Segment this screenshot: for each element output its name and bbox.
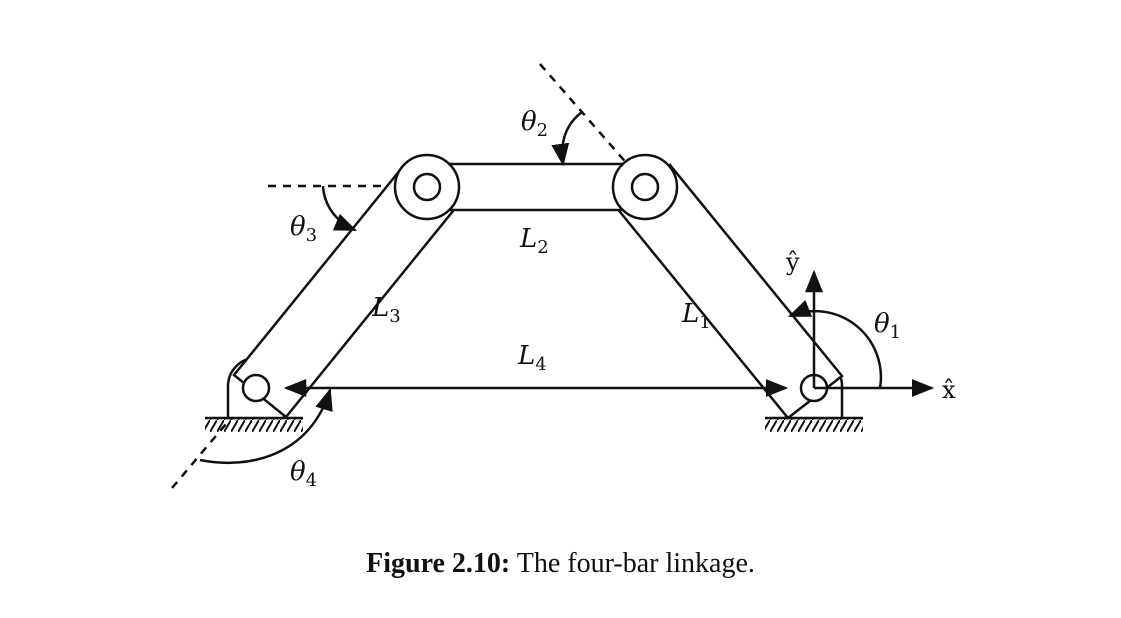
left-ground-hatch [205, 418, 303, 432]
joint-top-left-inner [412, 172, 442, 202]
theta1-label: θ1 [874, 309, 901, 343]
caption-number: Figure 2.10: [366, 548, 511, 579]
y-axis-label: ŷ [785, 248, 800, 276]
theta4-arc [199, 387, 333, 464]
right-ground-hatch [765, 418, 863, 432]
figure-caption: Figure 2.10: The four-bar linkage. [0, 548, 1121, 580]
theta2-arc [551, 111, 583, 167]
L1-label: L1 [681, 299, 711, 333]
x-axis-label: x̂ [942, 376, 956, 404]
L2-label: L2 [519, 224, 549, 258]
joints [241, 153, 829, 403]
caption-text: The four-bar linkage. [516, 548, 755, 579]
theta1-arc [787, 300, 883, 389]
joint-bottom-left-inner [241, 373, 271, 403]
theta4-label: θ4 [290, 457, 317, 491]
links [232, 162, 844, 420]
ground-supports [205, 416, 863, 432]
theta2-label: θ2 [521, 107, 548, 141]
four-bar-linkage-diagram: θ2 θ3 θ1 θ4 L2 L3 L1 L4 x̂ ŷ [171, 63, 956, 491]
L3-label: L3 [371, 293, 401, 327]
L4-label: L4 [517, 341, 547, 375]
link-L2 [425, 162, 647, 212]
angle-arcs [199, 111, 883, 464]
theta3-label: θ3 [290, 212, 317, 246]
theta3-arc [321, 185, 358, 232]
coordinate-axes [805, 269, 935, 397]
joint-top-right-inner [630, 172, 660, 202]
